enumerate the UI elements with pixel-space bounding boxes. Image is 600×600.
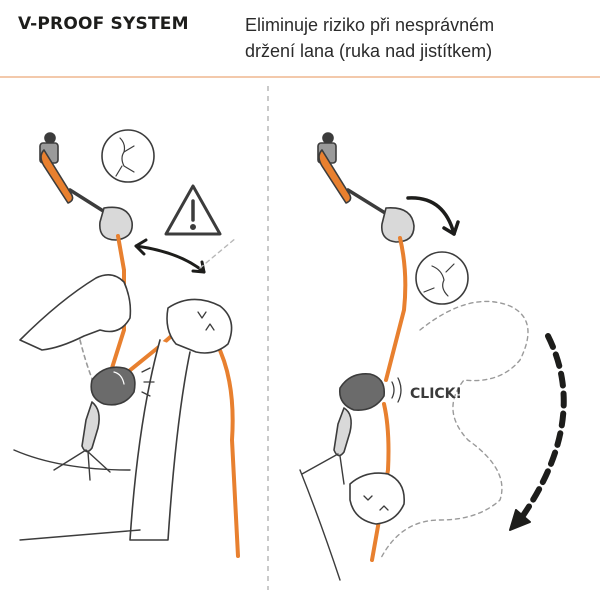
dashed-arrow-icon	[509, 333, 567, 531]
locking-carabiner	[81, 401, 100, 453]
locking-carabiner-right	[333, 407, 352, 457]
carabiner-lower-right	[380, 207, 415, 243]
header: V-PROOF SYSTEM Eliminuje riziko při nesp…	[0, 0, 600, 74]
belay-device-right	[338, 372, 386, 412]
rope-climber-side-right	[384, 236, 408, 382]
subtitle-line-2: držení lana (ruka nad jistítkem)	[245, 41, 493, 61]
quickdraw-sling	[68, 188, 110, 216]
page-title: V-PROOF SYSTEM	[18, 14, 189, 34]
left-panel	[13, 129, 240, 558]
subtitle-line-1: Eliminuje riziko při nesprávném	[245, 15, 495, 35]
rope-hanging	[214, 340, 240, 558]
carabiner-top-right	[318, 149, 352, 204]
carabiner-lower	[99, 206, 133, 241]
carabiner-top	[40, 149, 74, 204]
header-divider	[0, 76, 600, 78]
double-arrow-icon	[134, 238, 206, 274]
warning-icon	[164, 184, 222, 236]
impact-lines	[141, 367, 155, 397]
arm-lower	[129, 339, 191, 541]
right-panel: CLICK!	[299, 132, 567, 581]
page-subtitle: Eliminuje riziko při nesprávném držení l…	[245, 12, 595, 64]
curved-arrow-icon	[406, 196, 460, 236]
falling-climber-icon	[415, 251, 469, 305]
rope-brake-side-right	[370, 402, 391, 562]
click-label: CLICK!	[410, 386, 462, 402]
hand-upper	[19, 274, 132, 351]
climber-icon	[101, 129, 155, 183]
harness-straps	[53, 449, 111, 481]
hand-brake	[166, 298, 233, 354]
ghost-arm	[379, 300, 529, 561]
belay-device	[90, 366, 136, 406]
hand-brake-right	[349, 472, 405, 525]
